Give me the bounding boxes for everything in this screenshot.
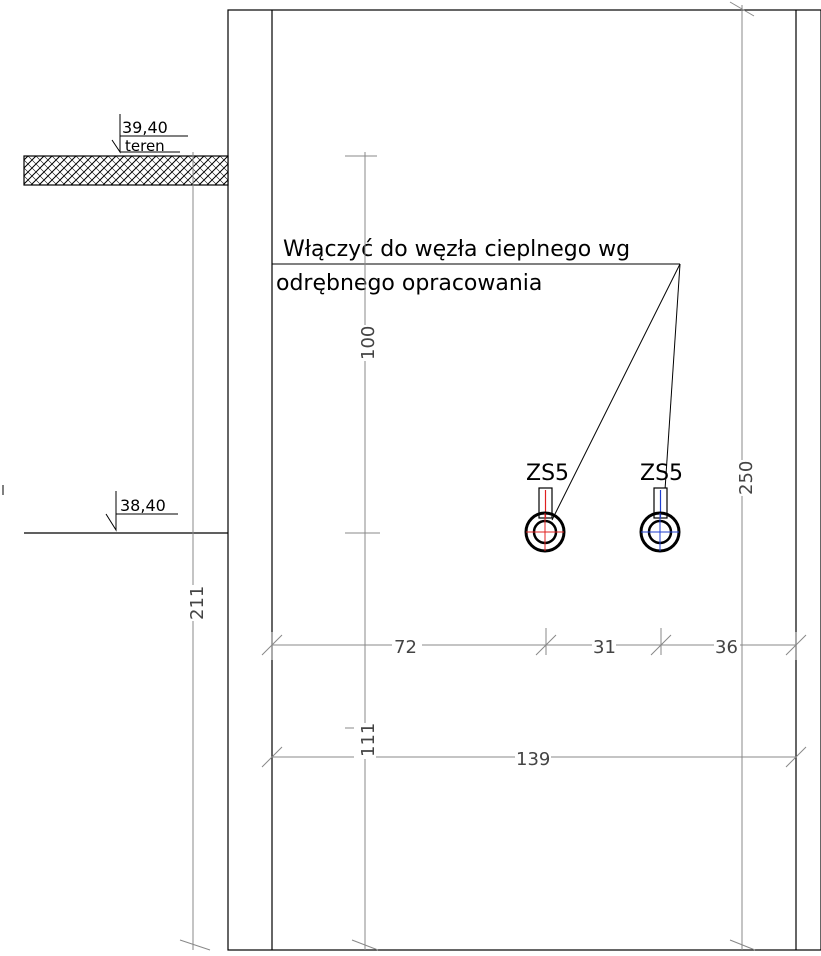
wall-outline [227,9,821,951]
wall-outer-rect [227,9,821,951]
svg-text:211: 211 [187,586,208,620]
pipe-right-symbol [639,487,681,553]
svg-text:31: 31 [593,637,616,658]
dim-label-111: 111 [354,723,379,759]
terrain-elevation-label: 39,40 [122,118,168,137]
dimension-lines [179,1,807,951]
note-line-1: Włączyć do węzła cieplnego wg [283,237,630,262]
svg-text:139: 139 [516,749,550,770]
pipe-label-left: ZS5 [526,461,569,486]
svg-text:250: 250 [736,461,757,495]
pipe-left-symbol [524,487,566,553]
note-leader [272,263,681,521]
terrain-hatch [23,155,229,186]
dim-label-250: 250 [731,460,757,496]
pipe-label-right: ZS5 [640,461,683,486]
dim-label-100: 100 [354,325,379,361]
lower-level-marker [105,491,178,532]
note-line-2: odrębnego opracowania [276,271,542,296]
dim-label-211: 211 [182,585,208,621]
dim-label-36: 36 [714,635,740,658]
svg-text:36: 36 [715,637,738,658]
dim-label-139: 139 [515,747,551,770]
svg-text:72: 72 [394,637,417,658]
terrain-label: teren [125,137,165,155]
terrain-level-marker [111,114,188,154]
svg-text:111: 111 [358,723,379,757]
dim-label-31: 31 [592,635,616,658]
svg-text:100: 100 [358,326,379,360]
lower-elevation-label: 38,40 [120,496,166,515]
dim-label-72: 72 [392,635,422,658]
